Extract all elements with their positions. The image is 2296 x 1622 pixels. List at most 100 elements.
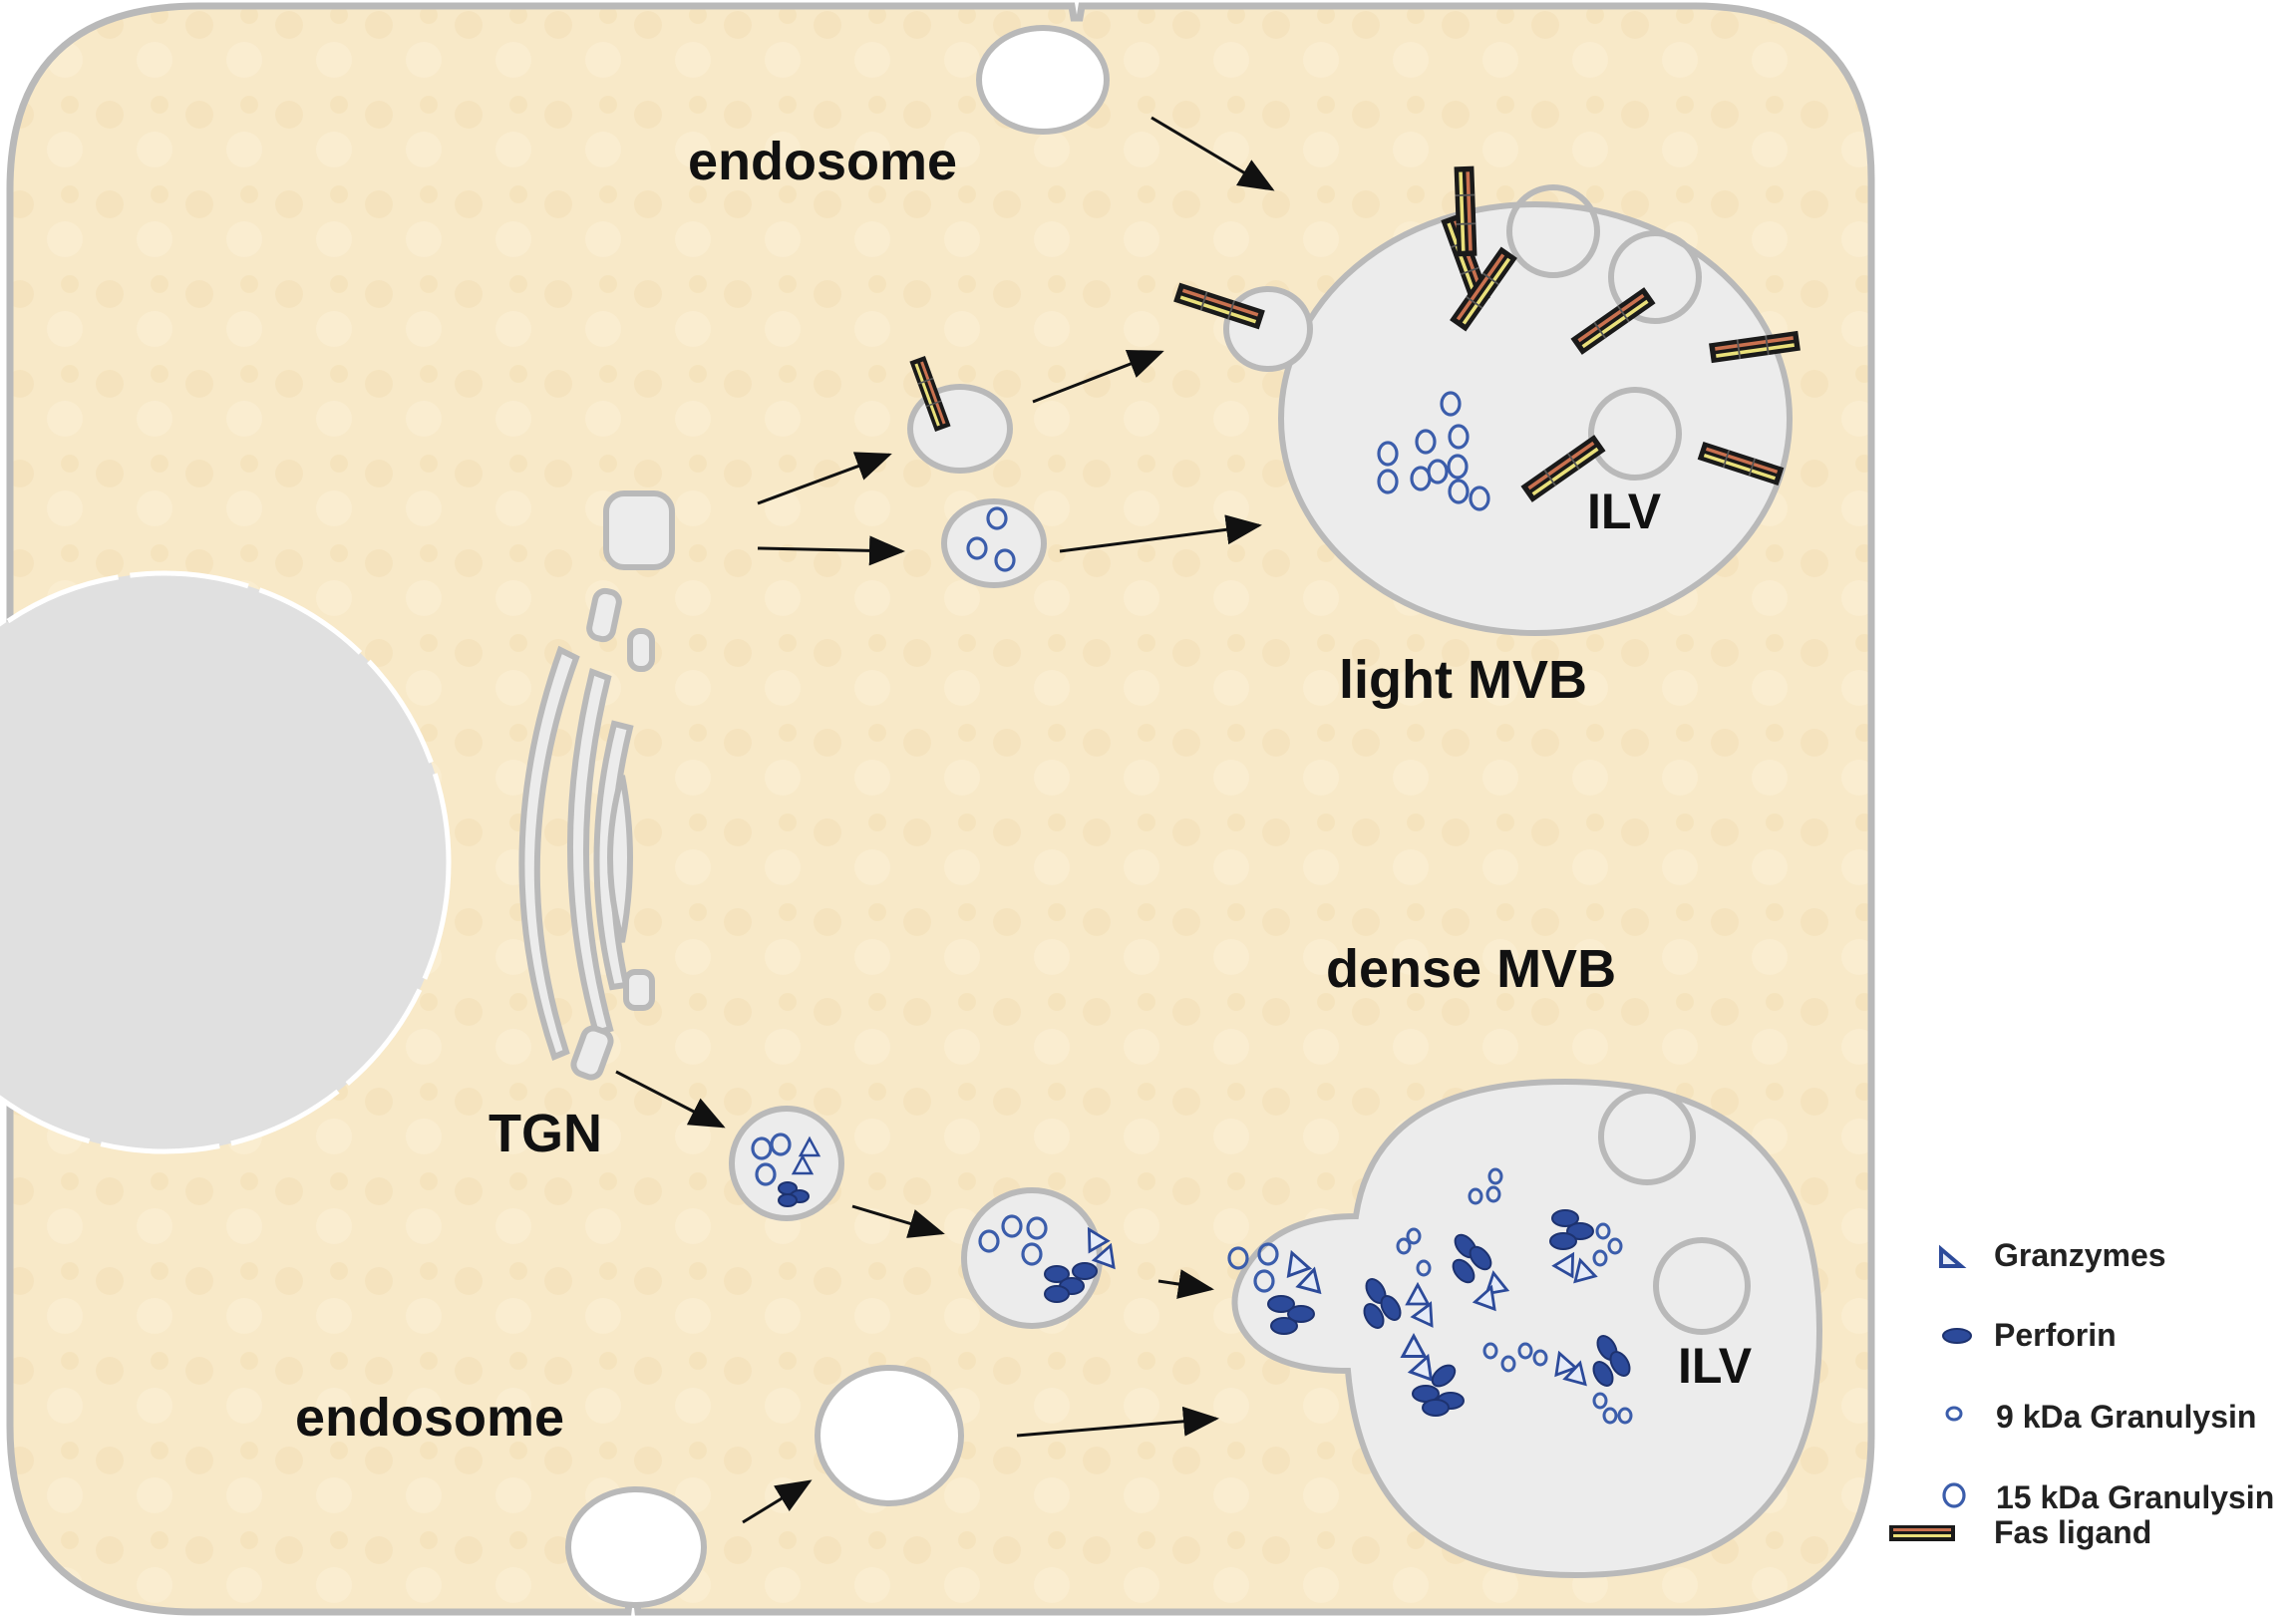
nucleus — [0, 570, 452, 1154]
legend: Granzymes Perforin 9 kDa Granulysin 15 k… — [1889, 1237, 2274, 1550]
legend-label: 9 kDa Granulysin — [1996, 1399, 2256, 1435]
cargo-vesicle-1 — [729, 1106, 844, 1221]
fas-ligand-bar-icon — [1889, 1525, 1955, 1541]
arrow — [851, 1204, 945, 1238]
granulysin-15kda — [1447, 454, 1469, 480]
legend-item-granzymes: Granzymes — [1939, 1237, 2166, 1273]
perforin — [1044, 1265, 1070, 1283]
arrow — [1016, 1406, 1219, 1438]
arrow — [757, 452, 892, 505]
golgi-vesicle — [603, 490, 675, 570]
perforin — [1566, 1222, 1594, 1240]
label-dense-mvb: dense MVB — [1326, 939, 1616, 999]
cargo-group-vesicle-1 — [751, 1133, 820, 1207]
granulysin-15kda — [1001, 1214, 1023, 1238]
perforin — [1469, 1245, 1492, 1271]
granulysin-15kda — [770, 1133, 792, 1156]
granulysin-15kda — [1440, 391, 1462, 417]
perforin — [1072, 1262, 1098, 1280]
arrow — [757, 535, 905, 566]
golgi-vesicle — [570, 1025, 614, 1081]
granulysin-15kda — [994, 548, 1016, 572]
ilv — [1506, 184, 1600, 278]
perforin — [1044, 1285, 1070, 1303]
legend-item-perforin: Perforin — [1942, 1317, 2117, 1353]
granulysin-15kda — [1415, 429, 1437, 455]
granulysin-9kda — [1485, 1185, 1501, 1203]
perforin-ellipse-icon — [1942, 1328, 1972, 1344]
perforin — [1380, 1295, 1402, 1321]
granulysin-9kda — [1592, 1249, 1608, 1267]
perforin — [1363, 1303, 1385, 1329]
golgi-vesicle — [627, 628, 655, 672]
golgi-cisterna — [607, 775, 633, 943]
cargo-group-dense-mvb — [1227, 1167, 1633, 1425]
label-tgn: TGN — [489, 1104, 602, 1163]
perforin — [1267, 1295, 1295, 1313]
granulysin-9kda — [1592, 1392, 1608, 1410]
granulysin-15kda — [1448, 479, 1470, 504]
perforin — [1609, 1351, 1631, 1377]
granulysin-9kda — [1602, 1407, 1618, 1425]
arrow — [1157, 1269, 1214, 1299]
golgi-apparatus — [518, 490, 675, 1081]
label-endosome-top: endosome — [688, 132, 957, 191]
arrow — [742, 1479, 813, 1524]
granulysin-15kda — [1469, 486, 1490, 511]
granulysin-15kda — [1253, 1269, 1275, 1293]
granulysin-15kda — [1227, 1246, 1249, 1270]
granulysin-15kda — [755, 1162, 777, 1186]
perforin — [1422, 1399, 1450, 1417]
granulysin-15kda — [751, 1136, 773, 1160]
golgi-vesicle — [586, 587, 622, 643]
arrow — [1059, 514, 1262, 553]
legend-label: Perforin — [1994, 1317, 2117, 1353]
label-endosome-bottom: endosome — [295, 1388, 564, 1448]
pathway-arrows — [615, 116, 1275, 1524]
granulysin-15kda — [1257, 1242, 1279, 1266]
granulysin-9kda — [1517, 1342, 1533, 1360]
granulysin-9kda — [1607, 1237, 1623, 1255]
granulysin-15kda — [1377, 441, 1399, 467]
label-light-mvb: light MVB — [1339, 650, 1587, 710]
granulysin-9kda — [1416, 1259, 1432, 1277]
light-mvb-bud — [1223, 286, 1313, 372]
granulysin-15kda — [1410, 466, 1432, 491]
granulysin-15kda — [1448, 424, 1470, 450]
golgi-cisterna — [518, 645, 580, 1062]
granulysin-15kda — [1377, 469, 1399, 494]
light-mvb — [1172, 164, 1802, 636]
perforin — [1592, 1361, 1614, 1387]
granulysin-9kda — [1617, 1407, 1633, 1425]
label-ilv-light: ILV — [1587, 484, 1662, 539]
perforin — [1452, 1258, 1476, 1284]
perforin — [1287, 1305, 1315, 1323]
arrow — [1032, 349, 1164, 404]
granulysin-15kda — [966, 536, 988, 560]
label-ilv-dense: ILV — [1678, 1338, 1753, 1394]
legend-label: 15 kDa Granulysin — [1996, 1479, 2274, 1515]
granzyme-triangle-icon — [1939, 1244, 1967, 1268]
legend-label: Granzymes — [1994, 1237, 2166, 1273]
large-granulysin-circle-icon — [1942, 1482, 1966, 1508]
small-granulysin-circle-icon — [1945, 1406, 1963, 1422]
light-mvb-body — [1278, 201, 1793, 636]
perforin — [1270, 1317, 1298, 1335]
perforin — [778, 1193, 798, 1207]
granulysin-9kda — [1468, 1187, 1483, 1205]
endosome-top — [976, 25, 1110, 135]
granulysin-9kda — [1487, 1167, 1503, 1185]
legend-item-fas-ligand: Fas ligand — [1889, 1514, 2151, 1550]
dense-mvb-body — [1231, 1078, 1823, 1579]
legend-label: Fas ligand — [1994, 1514, 2151, 1550]
ilv — [1653, 1237, 1751, 1335]
granulysin-15kda — [978, 1229, 1000, 1253]
arrow — [1150, 116, 1275, 191]
legend-item-9kda-granulysin: 9 kDa Granulysin — [1945, 1399, 2256, 1435]
ilv — [1608, 230, 1702, 324]
legend-item-15kda-granulysin: 15 kDa Granulysin — [1942, 1479, 2274, 1515]
granulysin-15kda — [1026, 1216, 1048, 1240]
granulysin-9kda — [1396, 1237, 1412, 1255]
endosome-bottom-budding — [565, 1486, 707, 1608]
